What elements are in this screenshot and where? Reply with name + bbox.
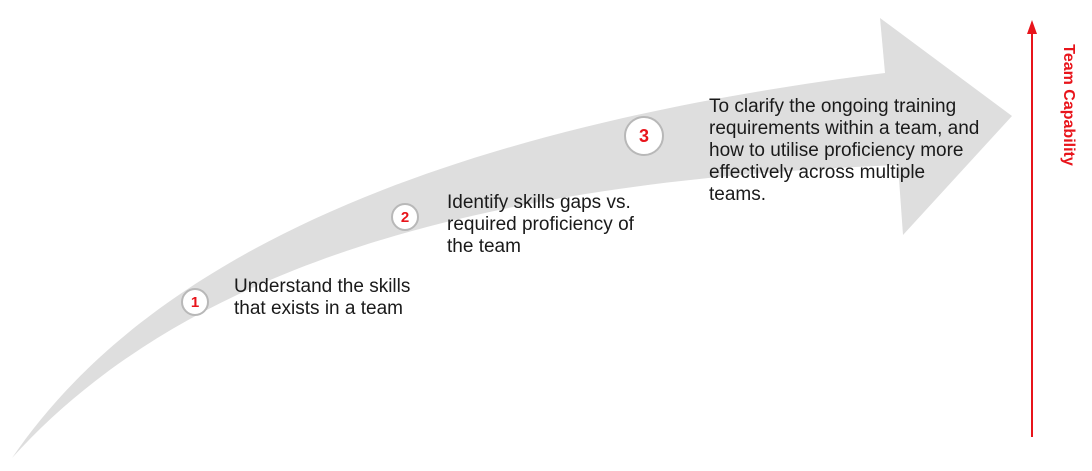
- step-1-line-1: Understand the skills: [234, 276, 411, 297]
- step-1-badge: 1: [181, 288, 209, 316]
- step-3-line-1: To clarify the ongoing training: [709, 96, 957, 117]
- axis-arrowhead: [1027, 20, 1037, 34]
- growth-arrow: [12, 18, 1012, 458]
- step-2-badge: 2: [391, 203, 419, 231]
- step-3-line-4: effectively across multiple: [709, 162, 926, 183]
- step-2-line-3: the team: [447, 236, 521, 257]
- step-3-line-5: teams.: [709, 184, 767, 205]
- step-3-badge: 3: [624, 116, 664, 156]
- axis-label: Team Capability: [1060, 44, 1077, 166]
- step-3-line-2: requirements within a team, and: [709, 118, 980, 139]
- step-2-text: Identify skills gaps vs. required profic…: [447, 192, 634, 258]
- step-3-text: To clarify the ongoing training requirem…: [709, 96, 979, 206]
- step-2-line-2: required proficiency of: [447, 214, 634, 235]
- step-3-line-3: how to utilise proficiency more: [709, 140, 964, 161]
- step-2-line-1: Identify skills gaps vs.: [447, 192, 631, 213]
- step-1-text: Understand the skills that exists in a t…: [234, 276, 410, 320]
- step-1-line-2: that exists in a team: [234, 298, 403, 319]
